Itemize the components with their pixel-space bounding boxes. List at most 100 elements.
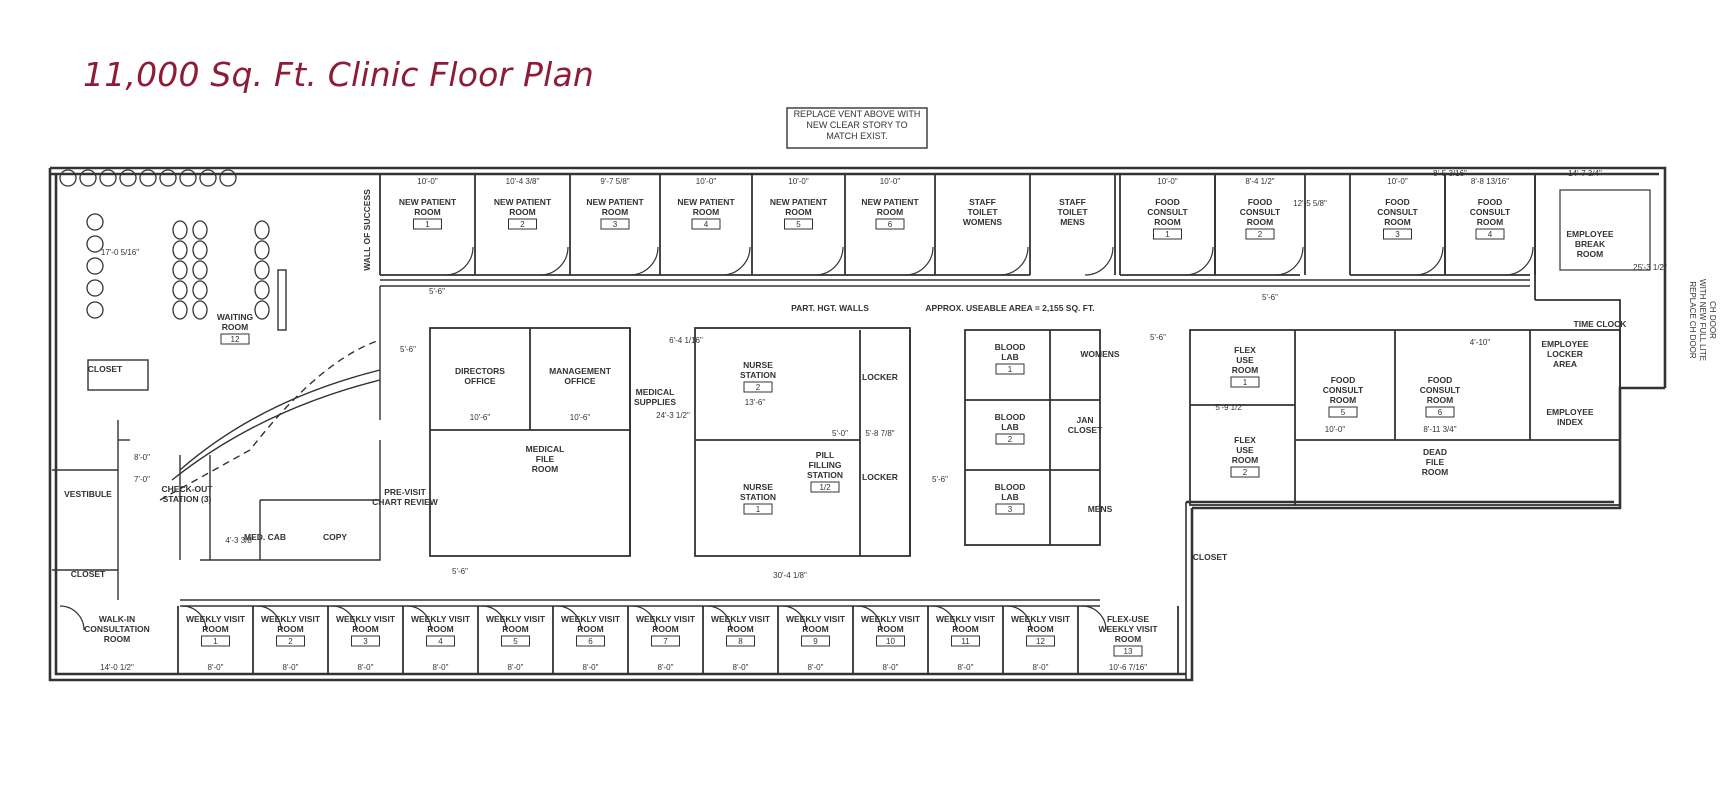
waiting-chairs <box>59 169 270 320</box>
room-number-box <box>1245 228 1275 240</box>
chair <box>86 213 104 231</box>
replace-door-note: CH DOOR <box>1708 301 1717 339</box>
corridor-walls <box>180 279 1530 680</box>
room-name-line: SUPPLIES <box>634 397 676 407</box>
room-number: 2 <box>1008 435 1013 444</box>
core-room-16: LOCKER <box>862 372 898 382</box>
chair <box>172 260 188 280</box>
door-swing <box>1414 246 1444 276</box>
room-name-line: WEEKLY VISIT <box>786 614 846 624</box>
room-dimension: 8'-0" <box>208 663 224 672</box>
room-name-line: WOMENS <box>963 217 1003 227</box>
room-dimension: 8'-0" <box>958 663 974 672</box>
room-name-line: CONSULT <box>1240 207 1281 217</box>
room-name-line: ROOM <box>277 624 303 634</box>
room-number-box <box>1153 228 1182 240</box>
room-number-box <box>1328 406 1358 418</box>
core-room-21: WOMENS <box>1080 349 1120 359</box>
room-number: 4 <box>438 637 443 646</box>
chair <box>86 257 104 275</box>
dimension-label: 5'-6" <box>429 287 445 296</box>
chair <box>172 300 188 320</box>
room-name-line: LOCKER <box>862 472 898 482</box>
chair <box>172 220 188 240</box>
room-name-line: CLOSET <box>1068 425 1103 435</box>
room-name-line: FOOD <box>1385 197 1410 207</box>
room-name-line: USE <box>1236 445 1254 455</box>
room-number-box <box>508 218 537 230</box>
room-name-line: FOOD <box>1155 197 1180 207</box>
dimension-label: 5'-6" <box>1262 293 1278 302</box>
room-name-line: WEEKLY VISIT <box>636 614 696 624</box>
room-name-line: ROOM <box>1384 217 1410 227</box>
room-number-box <box>875 218 905 230</box>
room-number: 12 <box>1036 637 1045 646</box>
room-name-line: WEEKLY VISIT <box>561 614 621 624</box>
room-name-line: NEW PATIENT <box>770 197 828 207</box>
room-name-line: ROOM <box>1330 395 1356 405</box>
room-name-line: ROOM <box>785 207 811 217</box>
top-room-row <box>379 174 1536 276</box>
room-name-line: ROOM <box>1154 217 1180 227</box>
room-name-line: CONSULT <box>1470 207 1511 217</box>
chair <box>254 280 270 300</box>
room-number-box <box>810 481 840 493</box>
dimension-label: 5'-6" <box>932 475 948 484</box>
room-name-line: CONSULTATION <box>84 624 150 634</box>
chair <box>192 280 208 300</box>
right-upper-block <box>1119 174 1651 388</box>
room-name-line: ROOM <box>222 322 248 332</box>
room-dimension: 8'-0" <box>433 663 449 672</box>
door-swing <box>59 605 85 631</box>
room-number-box <box>951 635 980 647</box>
room-dimension: 10'-0" <box>1387 177 1408 186</box>
room-number-box <box>1026 635 1055 647</box>
room-number: 6 <box>1438 408 1443 417</box>
chair <box>254 300 270 320</box>
core-room-2: CLOSET <box>88 364 123 374</box>
chair <box>192 220 208 240</box>
dimension-label: 5'-6" <box>452 567 468 576</box>
room-number: 1 <box>756 505 761 514</box>
room-number-box <box>691 218 721 230</box>
plan-note: PART. HGT. WALLS <box>791 303 869 313</box>
room-name-line: COPY <box>323 532 347 542</box>
room-name-line: FOOD <box>1478 197 1503 207</box>
room-name-line: NEW PATIENT <box>399 197 457 207</box>
room-number: 9 <box>813 637 818 646</box>
room-number: 3 <box>1395 230 1400 239</box>
room-dimension: 8'-0" <box>358 663 374 672</box>
room-dimension: 8'-0" <box>583 663 599 672</box>
room-name-line: ROOM <box>877 624 903 634</box>
room-name-line: NURSE <box>743 360 773 370</box>
room-number-box <box>201 635 230 647</box>
room-name-line: ROOM <box>532 464 558 474</box>
core-room-17: LOCKER <box>862 472 898 482</box>
room-dimension: 8'-0" <box>508 663 524 672</box>
room-name-line: STATION (3) <box>163 494 212 504</box>
room-dimension: 8'-0" <box>283 663 299 672</box>
room-number: 4 <box>704 220 709 229</box>
room-number-box <box>1113 645 1143 657</box>
room-dimension: 8'-0" <box>658 663 674 672</box>
room-name-line: EMPLOYEE <box>1541 339 1589 349</box>
